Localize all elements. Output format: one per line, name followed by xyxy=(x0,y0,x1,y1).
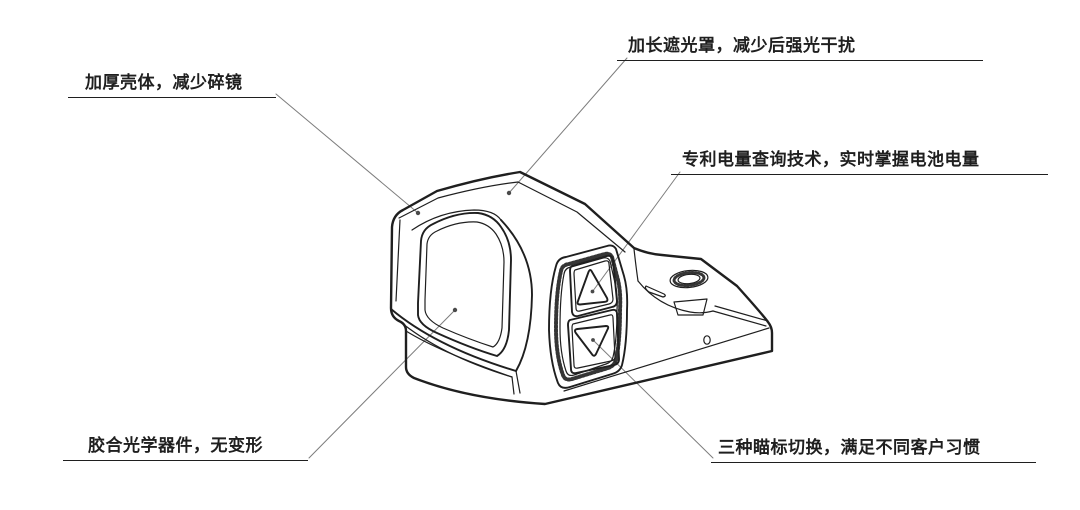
leader-dot-housing xyxy=(415,210,421,216)
callout-reticle: 三种瞄标切换，满足不同客户习惯 xyxy=(711,439,1036,463)
leader-dot-optics xyxy=(452,307,458,313)
hood-bottom-rim-upper xyxy=(390,308,517,372)
battery-cap-knurl-ring xyxy=(672,270,706,288)
hood-front-right-edge xyxy=(500,219,533,372)
hood-shade-cover xyxy=(390,181,626,394)
up-arrow-icon xyxy=(576,269,609,306)
battery-cap-inner-ring xyxy=(677,273,701,285)
leader-line-housing xyxy=(275,93,419,214)
leader-line-battery xyxy=(592,171,681,292)
button-panel xyxy=(548,244,629,389)
down-button-bezel xyxy=(567,308,620,375)
callout-housing: 加厚壳体，减少碎镜 xyxy=(68,74,276,98)
leader-line-optics xyxy=(308,309,456,459)
callout-hood: 加长遮光罩，减少后强光干扰 xyxy=(617,37,983,61)
right-face-chamfer-a xyxy=(712,310,767,327)
hood-lip-arc xyxy=(411,209,502,231)
leader-line-reticle xyxy=(592,339,714,459)
mount-hole xyxy=(703,335,711,345)
rear-vent-sliver xyxy=(644,285,666,298)
hood-chamfer-band xyxy=(398,181,626,253)
rear-body xyxy=(563,248,770,392)
up-button-bezel xyxy=(569,254,618,318)
panel-inner-line xyxy=(559,257,618,377)
leader-line-hood xyxy=(508,57,628,194)
lens-window xyxy=(417,212,512,357)
down-arrow-icon xyxy=(574,325,610,357)
down-button xyxy=(567,308,620,375)
leader-dot-hood xyxy=(506,190,512,196)
window-frame-edge xyxy=(417,212,512,357)
up-button-dot xyxy=(590,289,595,294)
right-face-chamfer-b xyxy=(714,305,769,322)
rear-ridge-corner xyxy=(633,248,639,282)
battery-cap-outer-ring xyxy=(669,269,709,289)
lens-edge xyxy=(424,221,505,348)
rear-top-surface-curve xyxy=(637,280,714,314)
battery-cap xyxy=(669,269,709,289)
up-button xyxy=(569,254,618,318)
panel-outline xyxy=(548,244,629,389)
callout-battery: 专利电量查询技术，实时掌握电池电量 xyxy=(671,151,1048,175)
callout-optics: 胶合光学器件，无变形 xyxy=(63,437,308,461)
base-skirt-edge xyxy=(405,330,515,395)
base-separation-line xyxy=(563,327,770,392)
hood-rim-step xyxy=(515,370,521,394)
up-button-bezel-inner xyxy=(573,260,614,312)
down-button-dot xyxy=(591,338,595,342)
hood-left-edge-inner xyxy=(395,219,401,302)
device-outline xyxy=(389,170,774,406)
rear-notch xyxy=(673,298,708,316)
panel-knurl-ring xyxy=(554,251,623,382)
down-button-bezel-inner xyxy=(571,314,616,369)
